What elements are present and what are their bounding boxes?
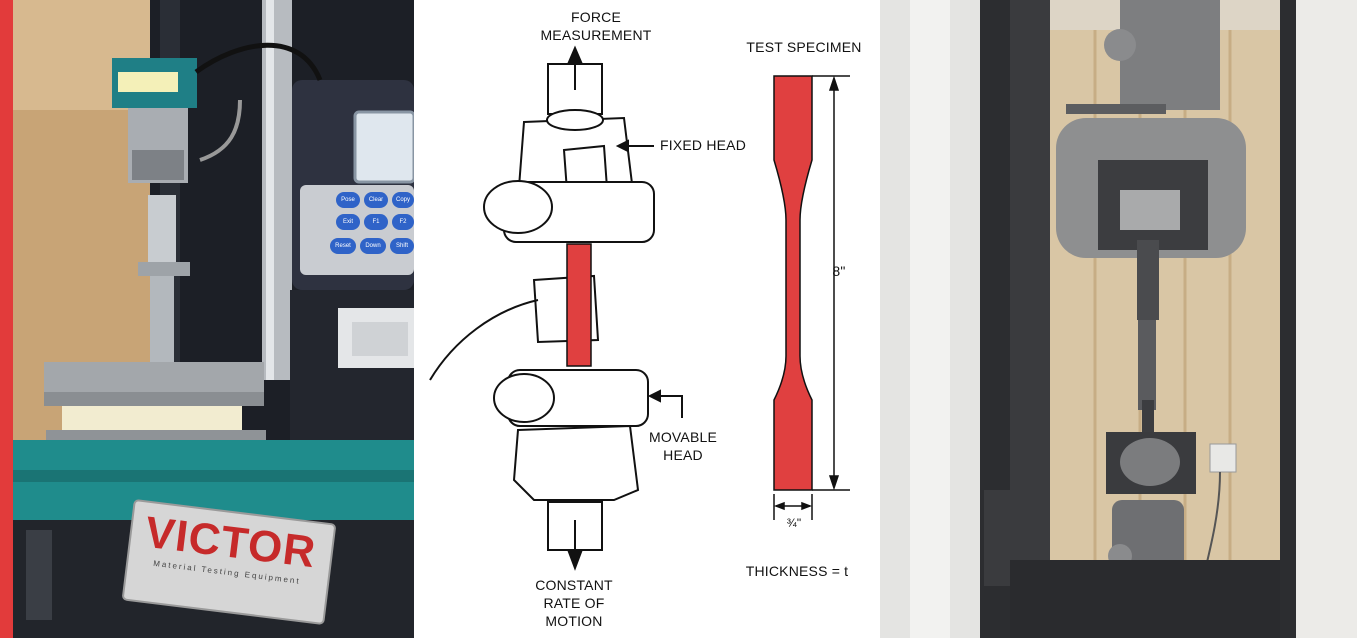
keypad-key-reset: Reset xyxy=(330,238,356,254)
left-photo-compression-tester: Pose Clear Copy Exit F1 F2 Reset Down Sh… xyxy=(0,0,414,638)
keypad: Pose Clear Copy Exit F1 F2 Reset Down Sh… xyxy=(306,190,414,270)
length-label: 8" xyxy=(832,263,846,279)
fixed-head-top xyxy=(546,109,604,131)
force-measurement-label: FORCE MEASUREMENT xyxy=(540,9,652,43)
steel-specimen xyxy=(1138,320,1156,410)
test-specimen-title: TEST SPECIMEN xyxy=(746,39,862,55)
keypad-key-f2: F2 xyxy=(392,214,414,230)
keypad-key-clear: Clear xyxy=(364,192,388,208)
movable-head xyxy=(512,424,640,501)
fixed-head-label: FIXED HEAD xyxy=(660,137,747,153)
movable-head-pointer xyxy=(660,395,683,418)
tensile-test-drawing xyxy=(429,45,850,571)
tensile-tester-illustration xyxy=(880,0,1357,638)
force-arrow-head xyxy=(567,45,583,63)
motion-arrow-head xyxy=(567,551,583,571)
thickness-label: THICKNESS = t xyxy=(745,563,849,579)
extensometer-cable xyxy=(429,299,539,381)
brand-plate xyxy=(122,499,336,625)
upper-grip-knob xyxy=(483,180,553,234)
keypad-key-exit: Exit xyxy=(336,214,360,230)
right-photo-tensile-tester xyxy=(880,0,1357,638)
keypad-key-f1: F1 xyxy=(364,214,388,230)
width-label: ¾" xyxy=(786,516,802,530)
gripped-specimen xyxy=(566,243,592,367)
keypad-key-shift: Shift xyxy=(390,238,414,254)
compression-tester-illustration xyxy=(0,0,414,638)
red-accent-strip xyxy=(0,0,13,638)
movable-head-label: MOVABLE HEAD xyxy=(648,429,718,463)
tensile-test-diagram: FORCE MEASUREMENT FIXED HEAD MOVABLE HEA… xyxy=(414,0,880,638)
keypad-key-copy: Copy xyxy=(392,192,414,208)
lower-grip-knob xyxy=(493,373,555,423)
keypad-key-pose: Pose xyxy=(336,192,360,208)
keypad-key-down: Down xyxy=(360,238,386,254)
constant-rate-label: CONSTANT RATE OF MOTION xyxy=(535,577,613,629)
